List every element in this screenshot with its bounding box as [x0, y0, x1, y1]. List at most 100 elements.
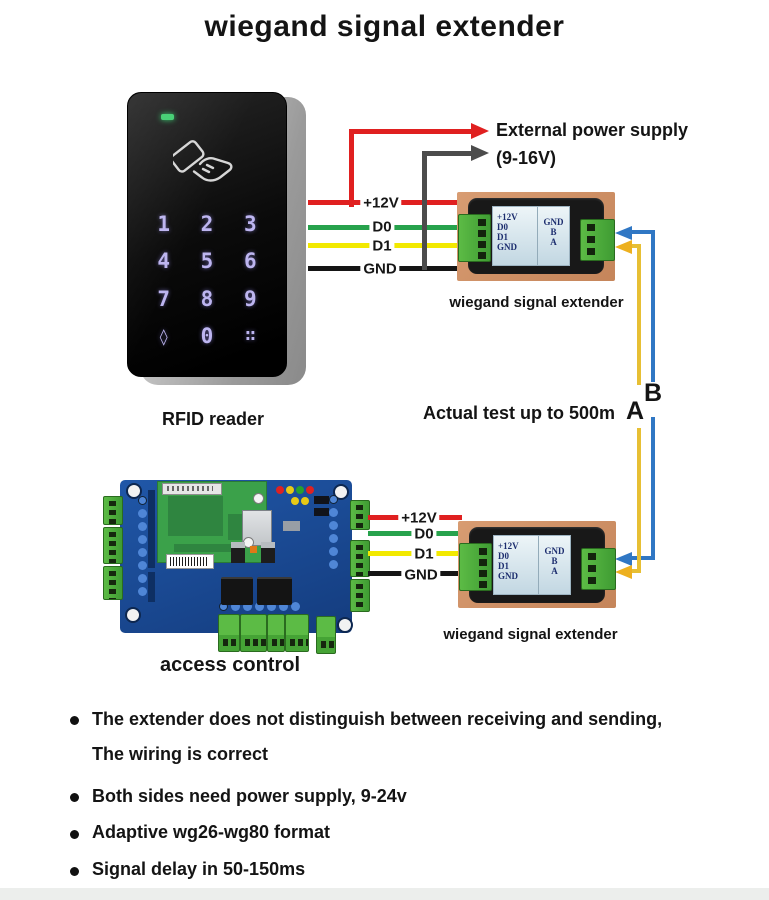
wire-label-bottom-d0: D0 — [411, 525, 437, 543]
link-blue-vertical-lower — [651, 417, 655, 560]
terminal-block-left — [458, 214, 491, 262]
status-led-yellow — [286, 486, 294, 494]
board-white-dot — [253, 493, 264, 504]
relay — [257, 577, 292, 605]
link-gold-top-horizontal — [632, 244, 641, 248]
terminal-block-left — [459, 543, 492, 591]
pin-label-b: B — [551, 556, 558, 566]
key-7[interactable]: 7 — [157, 286, 170, 311]
wire-label-bottom-d1: D1 — [411, 545, 437, 563]
power-arrow-gray-icon — [471, 145, 489, 161]
link-label-a: A — [626, 397, 645, 425]
pin-label-12v: +12V — [497, 212, 518, 222]
key-0[interactable]: 0 — [200, 324, 214, 349]
wire-label-top-d1: D1 — [369, 237, 395, 255]
component — [314, 496, 329, 504]
bullet-1-line-2: The wiring is correct — [92, 744, 269, 764]
status-led-red — [306, 486, 314, 494]
link-arrow-gold-bottom-icon — [615, 565, 632, 579]
pin-header — [148, 490, 155, 568]
terminal-block-right-edge — [350, 500, 370, 530]
terminal-block-left-edge — [103, 496, 123, 525]
wire-label-bottom-12v: +12V — [398, 509, 440, 527]
link-gold-vertical-upper — [637, 244, 641, 385]
distance-note: Actual test up to 500m — [422, 403, 615, 423]
extender-label-panel: +12V D0 D1 GND GND B A — [492, 206, 570, 266]
pin-label-gnd: GND — [498, 571, 518, 581]
capacitor-column — [329, 495, 338, 504]
bullet-4: Signal delay in 50-150ms — [92, 859, 306, 879]
access-control-board — [103, 480, 370, 654]
power-branch-red-horizontal — [349, 129, 471, 134]
reader-status-led — [161, 114, 174, 120]
voltage-regulator — [231, 542, 245, 563]
pin-label-d1: D1 — [497, 232, 508, 242]
power-branch-gray-vertical — [422, 151, 427, 270]
link-blue-vertical-upper — [651, 230, 655, 382]
pin-label-12v: +12V — [498, 541, 519, 551]
pin-label-b: B — [550, 227, 557, 237]
status-led-yellow — [301, 497, 309, 505]
status-led-red — [276, 486, 284, 494]
link-arrow-blue-top-icon — [615, 226, 632, 240]
orange-component — [250, 546, 257, 553]
wiegand-extender-module-top: +12V D0 D1 GND GND B A — [457, 192, 615, 281]
serial-label — [162, 483, 222, 495]
key-2[interactable]: 2 — [200, 211, 214, 236]
bullet-2: Both sides need power supply, 9-24v — [92, 786, 407, 806]
key-5[interactable]: 5 — [200, 249, 214, 274]
card-swipe-icon — [173, 140, 233, 182]
pin-label-a: A — [551, 566, 558, 576]
footer-strip — [0, 888, 769, 900]
link-gold-bottom-horizontal — [632, 569, 641, 573]
key-4[interactable]: 4 — [157, 249, 170, 274]
pin-label-gnd-right: GND — [543, 217, 564, 227]
status-led-yellow — [291, 497, 299, 505]
voltage-regulator — [261, 542, 275, 563]
capacitor-column — [138, 496, 147, 505]
wire-label-top-gnd: GND — [360, 260, 400, 278]
link-arrow-blue-bottom-icon — [615, 552, 632, 566]
wire-label-top-12v: +12V — [360, 194, 402, 212]
pin-label-d0: D0 — [497, 222, 508, 232]
bullet-1-line-1: The extender does not distinguish betwee… — [92, 709, 663, 729]
terminal-block-right-edge — [350, 540, 370, 577]
rfid-reader: 1 2 3 4 5 6 7 8 9 ◊ 0 ∷ — [127, 92, 287, 377]
terminal-block-left-edge — [103, 527, 123, 564]
component — [314, 508, 329, 516]
terminal-block-right — [581, 548, 616, 590]
key-bell[interactable]: ◊ — [158, 326, 169, 346]
pin-header — [148, 572, 155, 602]
pin-label-a: A — [550, 237, 557, 247]
power-supply-label-line1: External power supply — [496, 120, 689, 140]
reader-keypad: 1 2 3 4 5 6 7 8 9 ◊ 0 ∷ — [142, 205, 272, 355]
extender-caption-top: wiegand signal extender — [449, 294, 624, 311]
power-arrow-red-icon — [471, 123, 489, 139]
key-8[interactable]: 8 — [200, 286, 214, 311]
bullet-3: Adaptive wg26-wg80 format — [92, 822, 331, 842]
terminal-block-bottom — [285, 614, 309, 652]
key-hash[interactable]: ∷ — [245, 326, 256, 347]
page-title: wiegand signal extender — [204, 10, 565, 43]
terminal-block-bottom — [267, 614, 285, 652]
mount-hole — [126, 483, 142, 499]
pin-label-gnd: GND — [497, 242, 517, 252]
power-branch-red-vertical — [349, 129, 354, 207]
link-blue-bottom-horizontal — [632, 556, 655, 560]
terminal-block-left-edge — [103, 566, 123, 600]
power-branch-gray-horizontal — [422, 151, 471, 156]
link-blue-top-horizontal — [632, 230, 655, 234]
barcode-label — [166, 554, 214, 569]
key-9[interactable]: 9 — [243, 286, 257, 311]
link-arrow-gold-top-icon — [615, 240, 632, 254]
key-6[interactable]: 6 — [243, 249, 257, 274]
extender-label-panel: +12V D0 D1 GND GND B A — [493, 535, 571, 595]
terminal-block-right — [580, 219, 615, 261]
bullet-icon — [70, 716, 79, 725]
key-3[interactable]: 3 — [243, 211, 257, 236]
mount-hole — [125, 607, 141, 623]
wire-label-bottom-gnd: GND — [401, 566, 441, 584]
key-1[interactable]: 1 — [157, 211, 170, 236]
link-label-b: B — [644, 379, 663, 407]
terminal-block-bottom — [316, 616, 336, 654]
